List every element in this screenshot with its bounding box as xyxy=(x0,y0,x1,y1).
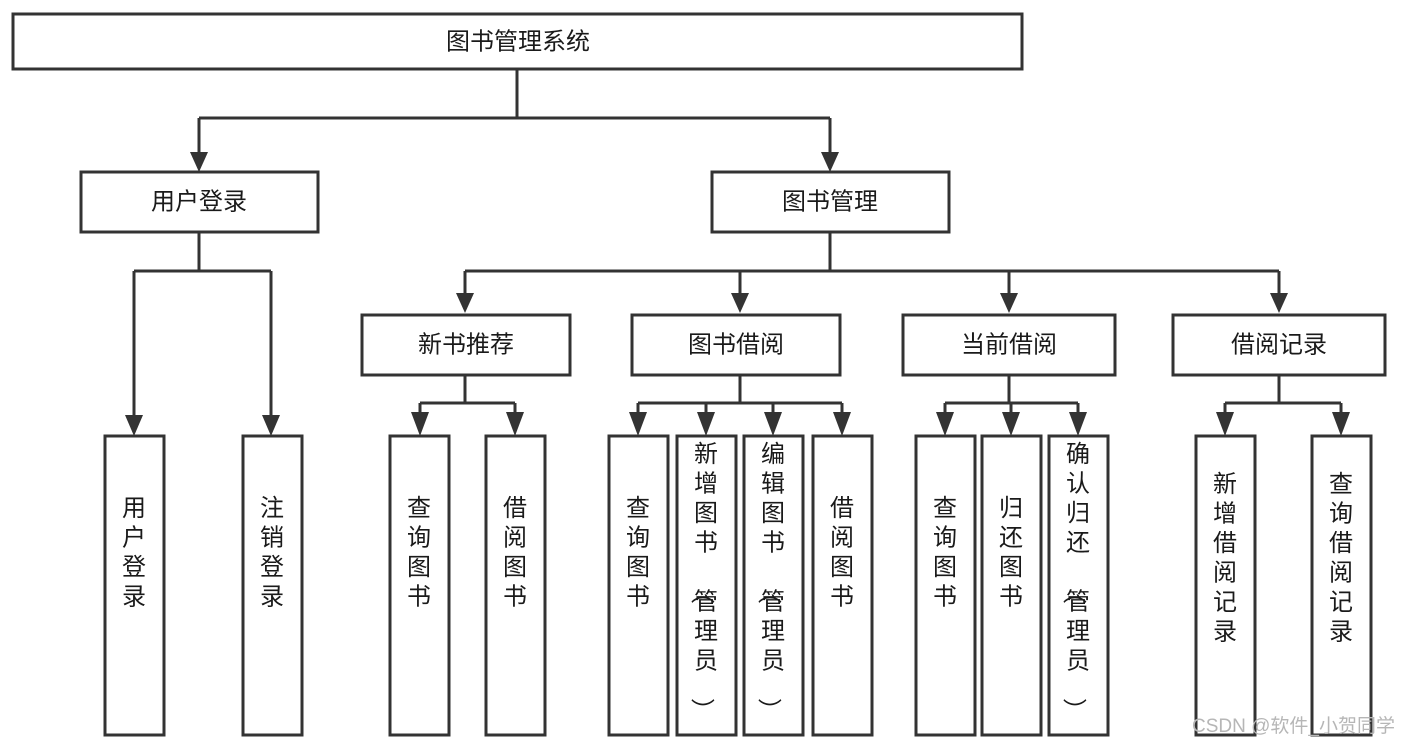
leaf-box-current-borrow-query[interactable] xyxy=(914,434,977,737)
node-root-label: 图书管理系统 xyxy=(446,28,590,55)
leaf-box-current-borrow-confirm[interactable] xyxy=(1047,434,1110,737)
arrow-head-bb-leaf4 xyxy=(833,412,851,436)
arrow-head-user-login xyxy=(190,152,208,172)
leaf-node-new-book-query[interactable]: 查询图书 xyxy=(388,434,451,737)
leaf-node-book-borrow-query[interactable]: 查询图书 xyxy=(607,434,670,737)
node-new-book-recommend[interactable]: 新书推荐 xyxy=(360,313,572,377)
node-current-borrow-box[interactable] xyxy=(901,313,1117,377)
node-new-book-recommend-label: 新书推荐 xyxy=(418,331,514,358)
connector-new-book-to-leaves xyxy=(411,375,524,436)
leaf-box-book-borrow-query[interactable] xyxy=(607,434,670,737)
arrow-head-bb-leaf3 xyxy=(764,412,782,436)
arrow-head-br-leaf2 xyxy=(1332,412,1350,436)
leaf-node-borrow-record-query[interactable]: 查询借阅记录 xyxy=(1310,434,1373,737)
leaf-box-current-borrow-return[interactable] xyxy=(980,434,1043,737)
arrow-head-cb-leaf2 xyxy=(1002,412,1020,436)
leaf-box-borrow-record-query[interactable] xyxy=(1310,434,1373,737)
node-borrow-record[interactable]: 借阅记录 xyxy=(1171,313,1387,377)
leaf-box-book-borrow-borrow[interactable] xyxy=(811,434,874,737)
arrow-head-current-borrow xyxy=(1000,293,1018,313)
arrow-head-book-manage xyxy=(821,152,839,172)
node-user-login-label: 用户登录 xyxy=(151,188,247,215)
leaf-node-current-borrow-return[interactable]: 归还图书 xyxy=(980,434,1043,737)
arrow-head-book-borrow xyxy=(731,293,749,313)
arrow-head-bb-leaf2 xyxy=(697,412,715,436)
leaf-node-user-login-login[interactable]: 用户登录 xyxy=(103,434,166,737)
node-book-manage-box[interactable] xyxy=(710,170,951,234)
leaf-label-borrow-record-query: 查询借阅记录 xyxy=(1329,471,1353,646)
node-current-borrow[interactable]: 当前借阅 xyxy=(901,313,1117,377)
node-book-borrow[interactable]: 图书借阅 xyxy=(630,313,842,377)
arrow-head-leaf-user-login xyxy=(125,415,143,436)
arrow-head-new-book xyxy=(456,293,474,313)
leaf-label-borrow-record-add: 新增借阅记录 xyxy=(1213,471,1237,646)
arrow-head-cb-leaf1 xyxy=(936,412,954,436)
connector-current-borrow-to-leaves xyxy=(936,375,1087,436)
csdn-watermark: CSDN @软件_小贺同学 xyxy=(1192,715,1395,737)
leaf-label-new-book-query: 查询图书 xyxy=(407,495,431,611)
arrow-head-cb-leaf3 xyxy=(1069,412,1087,436)
connector-book-manage-to-level3 xyxy=(456,232,1288,313)
node-root-box[interactable] xyxy=(11,12,1024,71)
leaf-label-book-borrow-add: 新增图书（管理员） xyxy=(688,441,718,722)
leaf-node-book-borrow-borrow[interactable]: 借阅图书 xyxy=(811,434,874,737)
node-book-manage[interactable]: 图书管理 xyxy=(710,170,951,234)
leaf-label-user-login-logout: 注销登录 xyxy=(260,495,284,611)
leaf-box-book-borrow-add[interactable] xyxy=(675,434,738,737)
leaf-label-user-login-login: 用户登录 xyxy=(122,495,146,611)
arrow-head-borrow-record xyxy=(1270,293,1288,313)
leaf-box-user-login-logout[interactable] xyxy=(241,434,304,737)
leaf-node-user-login-logout[interactable]: 注销登录 xyxy=(241,434,304,737)
leaf-label-current-borrow-confirm: 确认归还（管理员） xyxy=(1060,441,1090,722)
connector-root-to-level2 xyxy=(190,69,839,172)
leaf-box-user-login-login[interactable] xyxy=(103,434,166,737)
node-user-login-box[interactable] xyxy=(79,170,320,234)
leaf-label-book-borrow-borrow: 借阅图书 xyxy=(830,495,854,611)
connector-book-borrow-to-leaves xyxy=(629,375,851,436)
leaf-label-book-borrow-edit: 编辑图书（管理员） xyxy=(755,441,785,722)
node-borrow-record-box[interactable] xyxy=(1171,313,1387,377)
arrow-head-br-leaf1 xyxy=(1216,412,1234,436)
leaf-node-book-borrow-edit[interactable]: 编辑图书（管理员） xyxy=(742,434,805,737)
leaf-node-current-borrow-confirm[interactable]: 确认归还（管理员） xyxy=(1047,434,1110,737)
node-root-system[interactable]: 图书管理系统 xyxy=(11,12,1024,71)
leaf-label-current-borrow-query: 查询图书 xyxy=(933,495,957,611)
node-user-login[interactable]: 用户登录 xyxy=(79,170,320,234)
arrow-head-nb-leaf1 xyxy=(411,412,429,436)
connector-borrow-record-to-leaves xyxy=(1216,375,1350,436)
leaf-node-borrow-record-add[interactable]: 新增借阅记录 xyxy=(1194,434,1257,737)
leaf-box-borrow-record-add[interactable] xyxy=(1194,434,1257,737)
leaf-label-current-borrow-return: 归还图书 xyxy=(999,495,1023,611)
connector-user-login-to-leaves xyxy=(125,232,280,436)
node-new-book-recommend-box[interactable] xyxy=(360,313,572,377)
leaf-box-new-book-query[interactable] xyxy=(388,434,451,737)
leaf-box-book-borrow-edit[interactable] xyxy=(742,434,805,737)
arrow-head-bb-leaf1 xyxy=(629,412,647,436)
leaf-node-new-book-borrow[interactable]: 借阅图书 xyxy=(484,434,547,737)
node-book-manage-label: 图书管理 xyxy=(782,188,878,215)
arrow-head-leaf-logout xyxy=(262,415,280,436)
leaf-label-new-book-borrow: 借阅图书 xyxy=(503,495,527,611)
node-book-borrow-box[interactable] xyxy=(630,313,842,377)
leaf-label-book-borrow-query: 查询图书 xyxy=(626,495,650,611)
node-book-borrow-label: 图书借阅 xyxy=(688,331,784,358)
leaf-node-current-borrow-query[interactable]: 查询图书 xyxy=(914,434,977,737)
node-current-borrow-label: 当前借阅 xyxy=(961,331,1057,358)
leaf-box-new-book-borrow[interactable] xyxy=(484,434,547,737)
leaf-node-book-borrow-add[interactable]: 新增图书（管理员） xyxy=(675,434,738,737)
arrow-head-nb-leaf2 xyxy=(506,412,524,436)
node-borrow-record-label: 借阅记录 xyxy=(1231,331,1327,358)
